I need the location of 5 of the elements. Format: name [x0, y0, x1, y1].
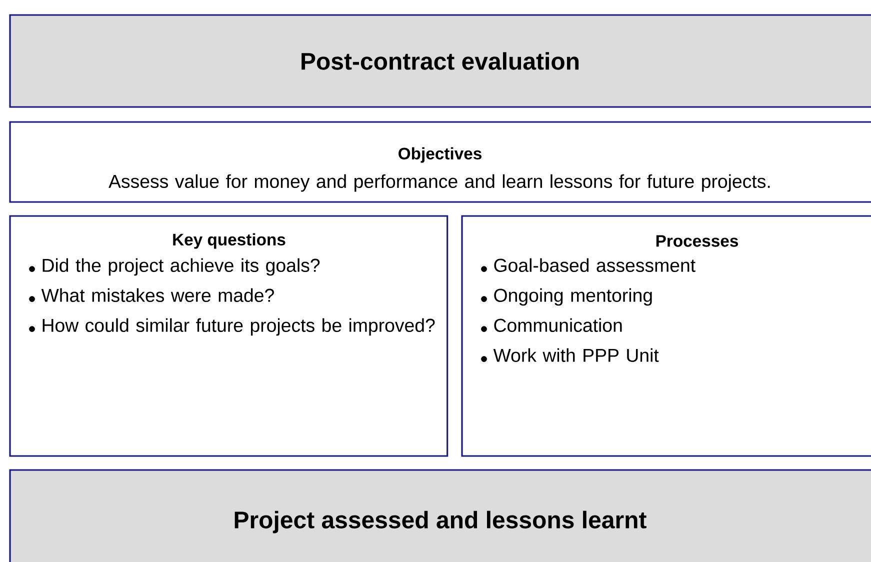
list-box: Processes Goal-based assessment Ongoing mentoring Communication Work with PPP Unit: [461, 215, 871, 457]
stage-banner: Project assessed and lessons learnt: [9, 469, 871, 562]
objectives-box: Objectives Assess value for money and performance and learn lessons for future projects.: [9, 121, 871, 203]
list-box: Key questions Did the project achieve its goals? What mistakes were made? How could similar future projects be improved?: [9, 215, 448, 457]
stage-banner: Post-contract evaluation: [9, 14, 871, 108]
